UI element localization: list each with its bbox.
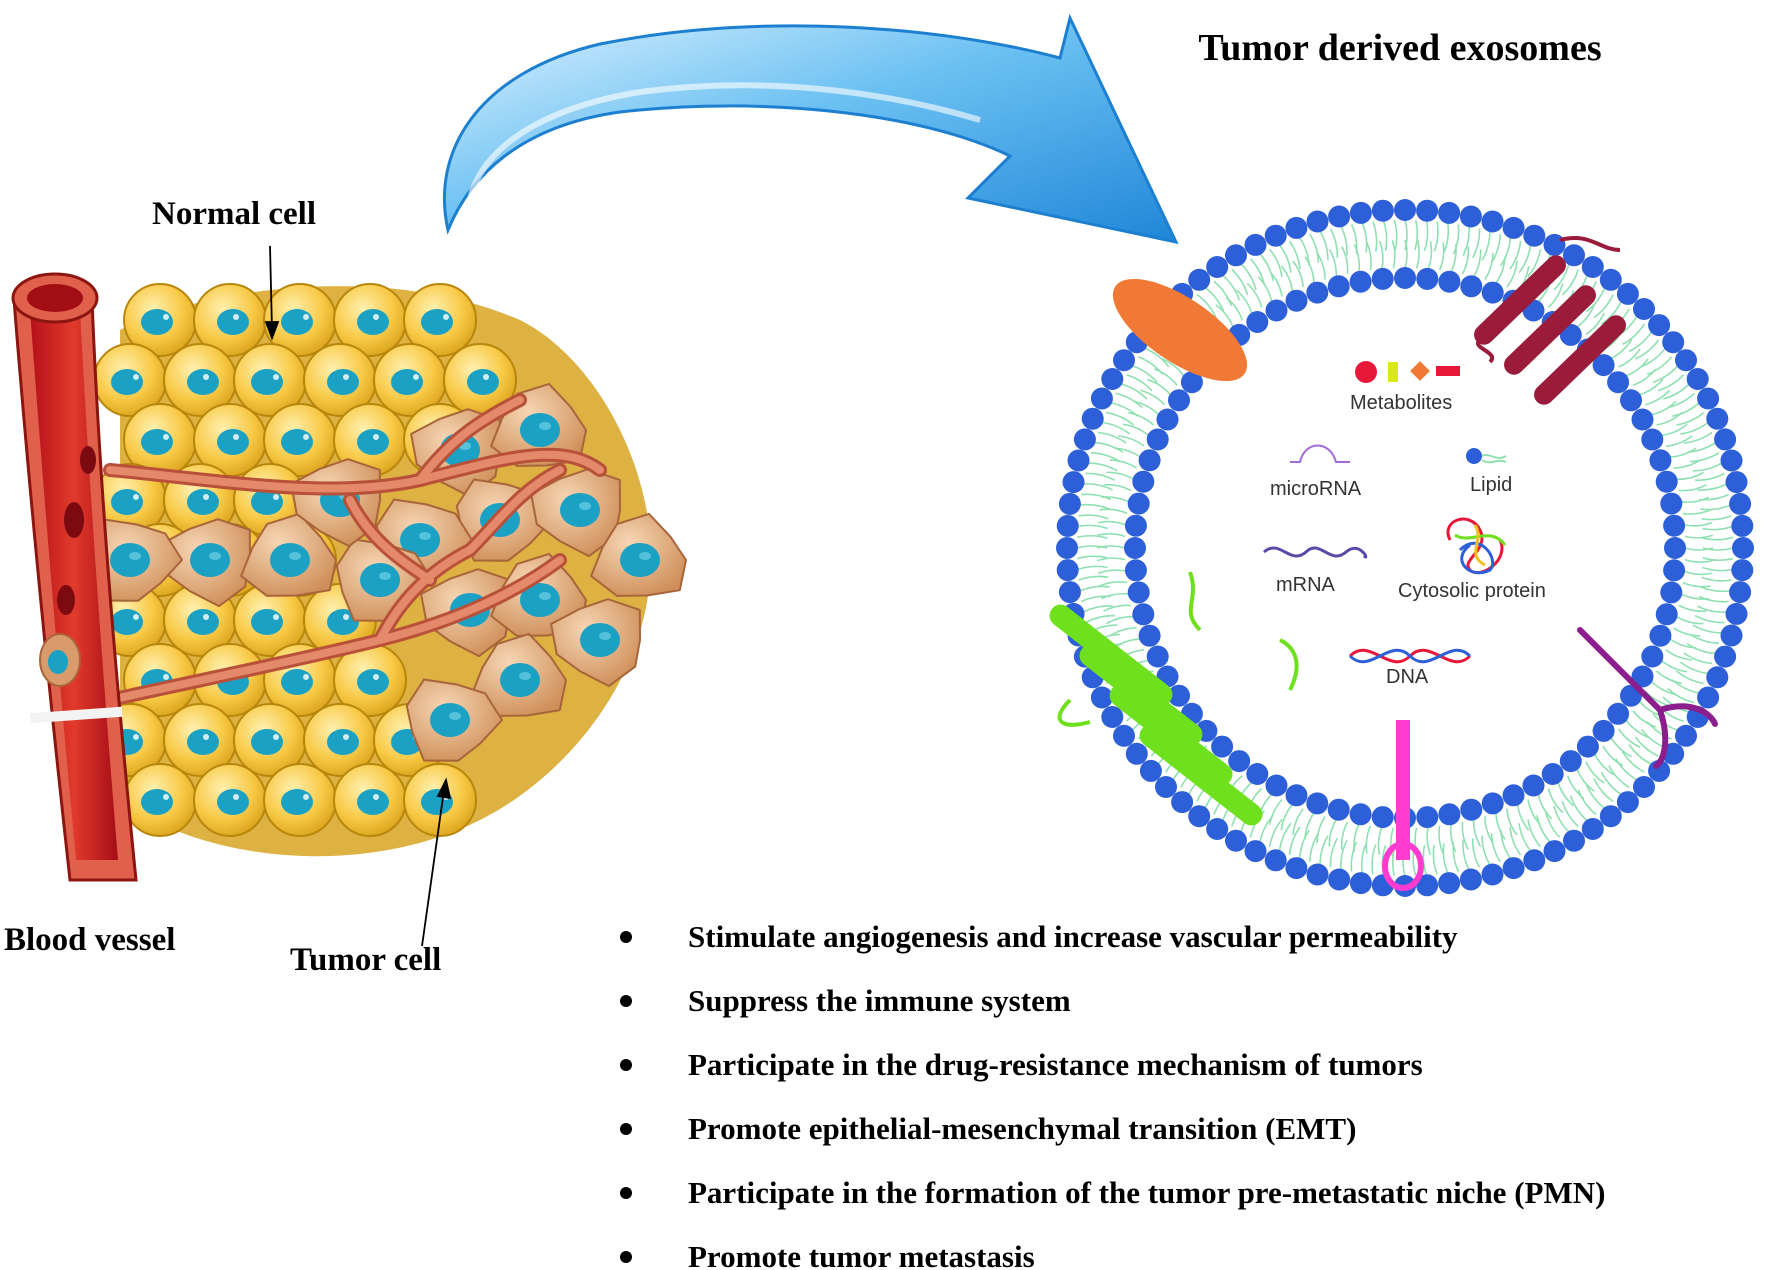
normal-cell [303, 703, 377, 777]
bullet-icon [620, 1123, 632, 1135]
normal-cell [123, 763, 197, 837]
exosome-title: Tumor derived exosomes [1198, 27, 1602, 69]
bullet-icon [620, 1059, 632, 1071]
metabolites-label: Metabolites [1350, 392, 1453, 414]
protein-purple [1577, 627, 1718, 769]
tumor-cell [470, 632, 567, 717]
protein-orange [1112, 278, 1248, 382]
normal-cell [403, 763, 477, 837]
function-item: Participate in the drug-resistance mecha… [612, 1040, 1605, 1104]
blood-vessel [11, 272, 138, 882]
leader-lines [264, 245, 452, 947]
bullet-icon [620, 1251, 632, 1263]
normal-cell-label: Normal cell [152, 196, 317, 232]
function-item: Promote epithelial-mesenchymal transitio… [612, 1104, 1605, 1168]
membrane-proteins [1049, 236, 1718, 891]
tumor-cell [405, 678, 503, 762]
dna-icon [1348, 648, 1472, 664]
normal-cell [233, 343, 307, 417]
tumor-cell-label: Tumor cell [290, 942, 442, 978]
normal-cell [163, 703, 237, 777]
protein-maroon [1474, 236, 1626, 405]
mrna-icon [1263, 546, 1368, 559]
dna-label: DNA [1386, 666, 1429, 688]
metabolite-bar-icon [1388, 362, 1398, 382]
metabolite-dash-icon [1436, 366, 1460, 376]
microrna-label: microRNA [1270, 478, 1362, 500]
normal-cell [193, 763, 267, 837]
normal-cell [333, 763, 407, 837]
normal-cell [93, 463, 167, 537]
normal-cell [193, 403, 267, 477]
blood-vessel-label: Blood vessel [4, 922, 176, 958]
normal-cell [163, 343, 237, 417]
function-list: Stimulate angiogenesis and increase vasc… [612, 912, 1605, 1270]
normal-cell [333, 643, 407, 717]
normal-cell [263, 763, 337, 837]
bullet-icon [620, 931, 632, 943]
lipid-label: Lipid [1470, 474, 1513, 496]
cytosolic-protein-icon [1446, 517, 1507, 575]
normal-cell [233, 703, 307, 777]
normal-cell [443, 343, 517, 417]
lipid-icon [1466, 448, 1507, 464]
mrna-label: mRNA [1276, 574, 1335, 596]
tumor-cell [240, 512, 337, 597]
bullet-icon [620, 1187, 632, 1199]
tumor-cell [550, 598, 641, 688]
metabolite-circle-icon [1355, 361, 1377, 383]
normal-cell [93, 343, 167, 417]
capillaries [103, 393, 607, 707]
normal-cell [123, 283, 197, 357]
tumor-cell [530, 468, 621, 558]
function-item: Suppress the immune system [612, 976, 1605, 1040]
normal-cell [373, 343, 447, 417]
function-item: Participate in the formation of the tumo… [612, 1168, 1605, 1232]
normal-cell [303, 343, 377, 417]
normal-cell [403, 283, 477, 357]
function-item: Promote tumor metastasis [612, 1232, 1605, 1270]
transition-arrow [443, 13, 1179, 245]
normal-cell [333, 403, 407, 477]
cytosolic-protein-label: Cytosolic protein [1398, 580, 1546, 602]
function-item: Stimulate angiogenesis and increase vasc… [612, 912, 1605, 976]
normal-cell [123, 403, 197, 477]
cargo-icons [1263, 361, 1507, 664]
protein-green [1049, 571, 1299, 826]
bullet-icon [620, 995, 632, 1007]
microrna-icon [1290, 444, 1350, 463]
protein-pink [1382, 720, 1424, 891]
metabolite-diamond-icon [1410, 361, 1430, 381]
tumor-cell [590, 512, 687, 597]
normal-cell [263, 403, 337, 477]
